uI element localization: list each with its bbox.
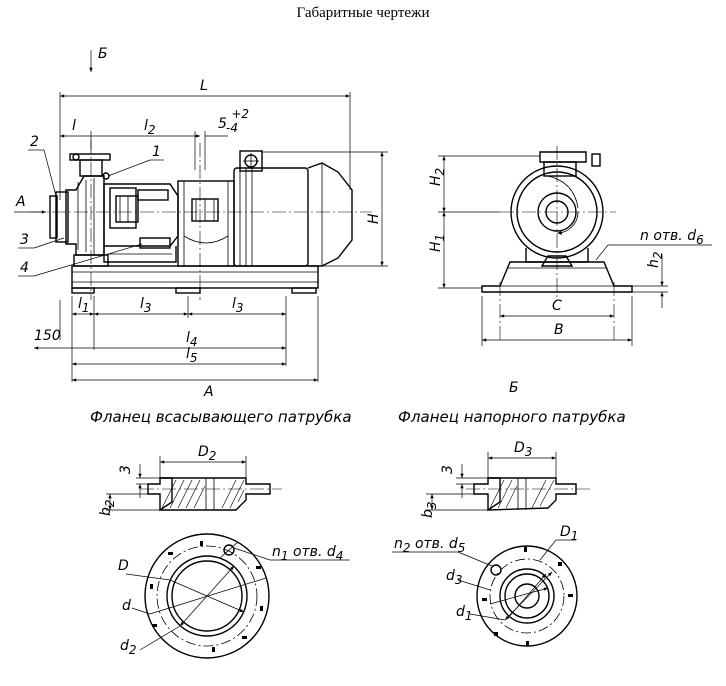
discharge-dim-d3: d3 [446, 568, 463, 587]
dim-l5: l5 [186, 346, 198, 365]
base-frame [71, 265, 319, 289]
dim-150: 150 [34, 328, 61, 344]
suction-dim-b2: b2 [98, 499, 117, 516]
dim-H: H [366, 213, 382, 224]
callout-4: 4 [20, 260, 29, 276]
suction-flange: Фланец всасывающего патрубка D2 3 b2 [90, 408, 352, 659]
dim-C: C [552, 298, 562, 314]
dim-l4: l4 [186, 330, 198, 349]
dim-L: L [200, 78, 208, 94]
suction-bolt-marks [150, 541, 263, 652]
discharge-flange: Фланец напорного патрубка D3 3 b3 [392, 408, 626, 647]
discharge-dim-D3: D3 [514, 440, 532, 459]
suction-holes-label: n1 отв. d4 [272, 544, 343, 563]
suction-dim-d2: d2 [120, 638, 137, 657]
discharge-dim-d1: d1 [456, 604, 473, 623]
view-arrow-A: A [15, 194, 26, 210]
dim-l3-b: l3 [232, 296, 244, 315]
discharge-dim-D1: D1 [560, 524, 578, 543]
coupling-guard [177, 143, 235, 300]
callout-2: 2 [30, 134, 39, 150]
suction-dim-D: D [118, 558, 129, 574]
side-view: L l l2 5 +2 -4 H l1 l3 l3 [14, 46, 388, 400]
discharge-dim-3: 3 [440, 465, 456, 474]
motor [233, 150, 353, 267]
page-title: Габаритные чертежи [297, 5, 430, 21]
callout-1: 1 [152, 144, 161, 160]
dim-l1: l1 [78, 296, 90, 315]
dim-h2: h2 [646, 251, 665, 268]
view-arrow-B: Б [98, 46, 108, 62]
dim-B: B [554, 322, 564, 338]
front-holes-label: n отв. d6 [640, 228, 704, 247]
bearing-bracket [103, 183, 179, 263]
dim-5: 5 +2 -4 [218, 106, 254, 135]
suction-dim-3: 3 [118, 465, 134, 474]
discharge-holes-label: n2 отв. d5 [394, 536, 465, 555]
dim-A-total: A [203, 384, 214, 400]
callout-3: 3 [20, 232, 29, 248]
discharge-dim-b3: b3 [420, 501, 439, 518]
pump-casing [49, 140, 111, 300]
dim-H2: H2 [428, 168, 447, 186]
dim-l3-a: l3 [140, 296, 152, 315]
discharge-flange-caption: Фланец напорного патрубка [398, 408, 626, 426]
suction-dim-D2: D2 [198, 444, 216, 463]
dim-l: l [72, 118, 76, 134]
dim-H1: H1 [428, 234, 447, 252]
front-view: H2 H1 n отв. d6 h2 C B Б [428, 146, 712, 396]
suction-dim-d: d [122, 598, 131, 614]
dim-l2: l2 [144, 118, 156, 137]
discharge-bolt-marks [482, 547, 573, 646]
suction-flange-caption: Фланец всасывающего патрубка [90, 408, 352, 426]
view-label-B: Б [509, 380, 519, 396]
